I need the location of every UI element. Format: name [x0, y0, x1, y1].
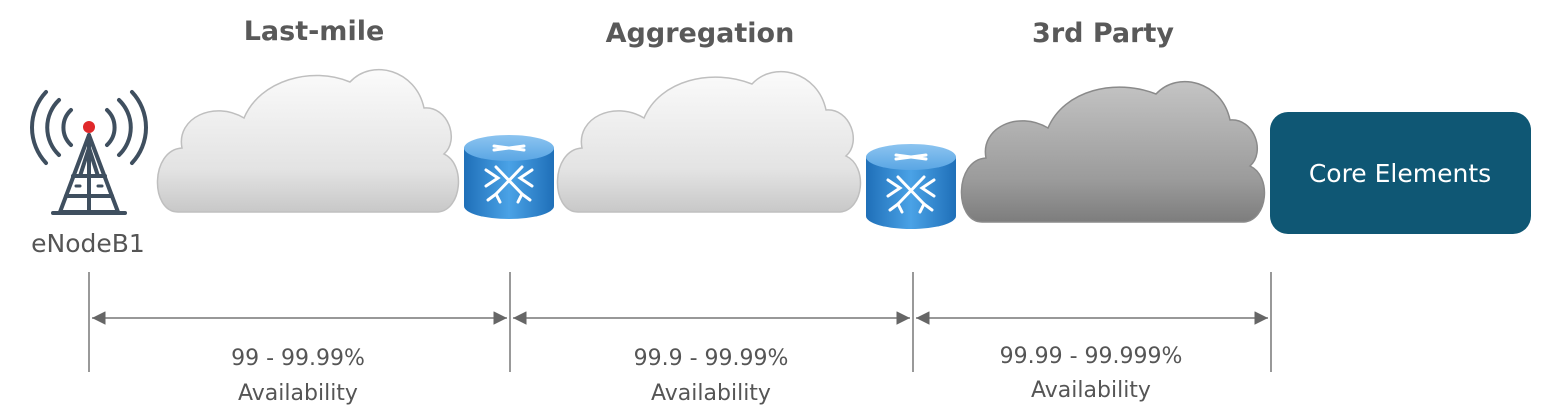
core-elements-box: [1270, 112, 1531, 234]
availability-caption-3rd-party: Availability: [1031, 378, 1151, 403]
cloud-icon: [556, 70, 862, 213]
segment-title-3rd-party: 3rd Party: [1032, 18, 1174, 49]
availability-range-aggregation: 99.9 - 99.99%: [634, 346, 789, 371]
cloud-icon: [960, 80, 1266, 223]
cloud-icon: [156, 68, 460, 213]
core-elements-label: Core Elements: [1309, 159, 1491, 188]
segment-title-last-mile: Last-mile: [244, 16, 385, 47]
antenna-tip-icon: [83, 121, 95, 133]
segment-title-aggregation: Aggregation: [606, 18, 795, 49]
router-icon: [866, 144, 956, 229]
router-icon: [464, 135, 554, 219]
availability-range-last-mile: 99 - 99.99%: [231, 346, 365, 371]
enodeb-label: eNodeB1: [31, 229, 145, 258]
availability-caption-aggregation: Availability: [651, 381, 771, 406]
cell-tower-icon: [29, 90, 149, 215]
availability-range-3rd-party: 99.99 - 99.999%: [1000, 344, 1183, 369]
availability-caption-last-mile: Availability: [238, 381, 358, 406]
